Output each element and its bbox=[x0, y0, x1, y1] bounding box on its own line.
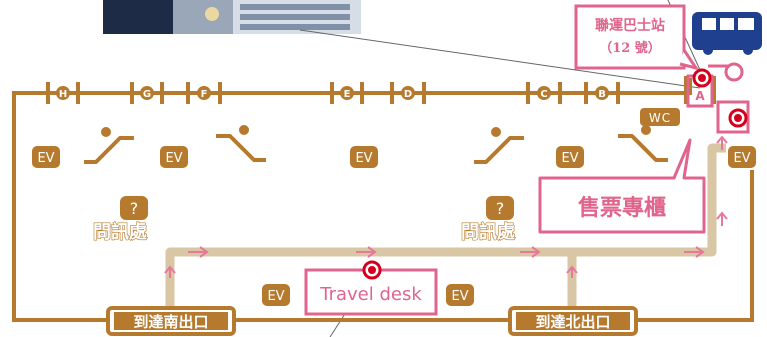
ticket-counter-callout[interactable]: 售票專櫃 bbox=[538, 138, 706, 234]
wc-label: WC bbox=[649, 111, 671, 125]
gate-label-b: B bbox=[598, 89, 606, 100]
elevator-label: EV bbox=[267, 289, 284, 304]
travel-desk-callout[interactable]: Travel desk bbox=[304, 268, 438, 316]
gate-label-h: H bbox=[59, 89, 67, 100]
elevator-label: EV bbox=[733, 151, 750, 166]
info-mark: ? bbox=[496, 199, 505, 218]
gate-badge bbox=[197, 86, 211, 100]
bus-station-callout[interactable]: 聯運巴士站 （12 號） bbox=[574, 4, 700, 71]
route-arrows bbox=[164, 135, 728, 278]
bus-stop-pin bbox=[724, 62, 744, 82]
ticket-counter-label: 售票專櫃 bbox=[578, 195, 666, 221]
gate-badge bbox=[140, 86, 154, 100]
escalator-icon bbox=[618, 125, 668, 162]
gate-badge bbox=[595, 86, 609, 100]
elevator-label: EV bbox=[561, 151, 578, 166]
gate-label-d: D bbox=[404, 89, 412, 100]
gate-ticks bbox=[46, 76, 716, 104]
info-desk-south[interactable]: ? 問訊處 bbox=[92, 196, 148, 244]
elevator-badge bbox=[728, 146, 756, 168]
gate-badge bbox=[56, 86, 70, 100]
escalator-icon bbox=[474, 127, 524, 164]
elevator-badge bbox=[160, 146, 188, 168]
travel-desk-label: Travel desk bbox=[319, 284, 422, 305]
location-marker bbox=[362, 260, 382, 280]
bus-station-number: （12 號） bbox=[599, 40, 661, 56]
info-mark: ? bbox=[130, 199, 139, 218]
gate-label-a: A bbox=[695, 89, 705, 103]
bus-icon bbox=[692, 12, 762, 55]
location-marker bbox=[692, 68, 712, 88]
location-marker bbox=[728, 108, 748, 128]
north-exit-label: 到達北出口 bbox=[535, 313, 610, 331]
escalator-icon bbox=[84, 127, 134, 164]
elevator-label: EV bbox=[355, 151, 372, 166]
info-desk-label: 問訊處 bbox=[461, 221, 515, 243]
elevator-badge bbox=[556, 146, 584, 168]
bus-station-name: 聯運巴士站 bbox=[595, 17, 665, 34]
gate-label-e: E bbox=[344, 89, 351, 100]
north-exit[interactable]: 到達北出口 bbox=[508, 306, 638, 336]
gate-badge bbox=[401, 86, 415, 100]
info-desk-north[interactable]: ? 問訊處 bbox=[460, 196, 516, 244]
info-desk-label: 問訊處 bbox=[93, 221, 147, 243]
elevator-label: EV bbox=[451, 289, 468, 304]
south-exit-label: 到達南出口 bbox=[133, 313, 208, 331]
photo-thumbnail bbox=[103, 0, 361, 34]
leader-line-photo bbox=[299, 29, 701, 89]
gate-label-c: C bbox=[540, 89, 547, 100]
escalator-icon bbox=[216, 125, 266, 162]
elevator-label: EV bbox=[37, 151, 54, 166]
elevator-badge bbox=[262, 284, 290, 306]
elevator-badge bbox=[446, 284, 474, 306]
wc-badge: WC bbox=[640, 108, 680, 126]
elevator-badge bbox=[350, 146, 378, 168]
gate-badge bbox=[537, 86, 551, 100]
elevator-badges: EV EV EV EV EV EV EV bbox=[32, 146, 756, 306]
south-exit[interactable]: 到達南出口 bbox=[106, 306, 236, 336]
gate-label-g: G bbox=[143, 89, 151, 100]
gate-badge bbox=[340, 86, 354, 100]
elevator-badge bbox=[32, 146, 60, 168]
elevator-label: EV bbox=[165, 151, 182, 166]
gate-label-f: F bbox=[201, 89, 208, 100]
